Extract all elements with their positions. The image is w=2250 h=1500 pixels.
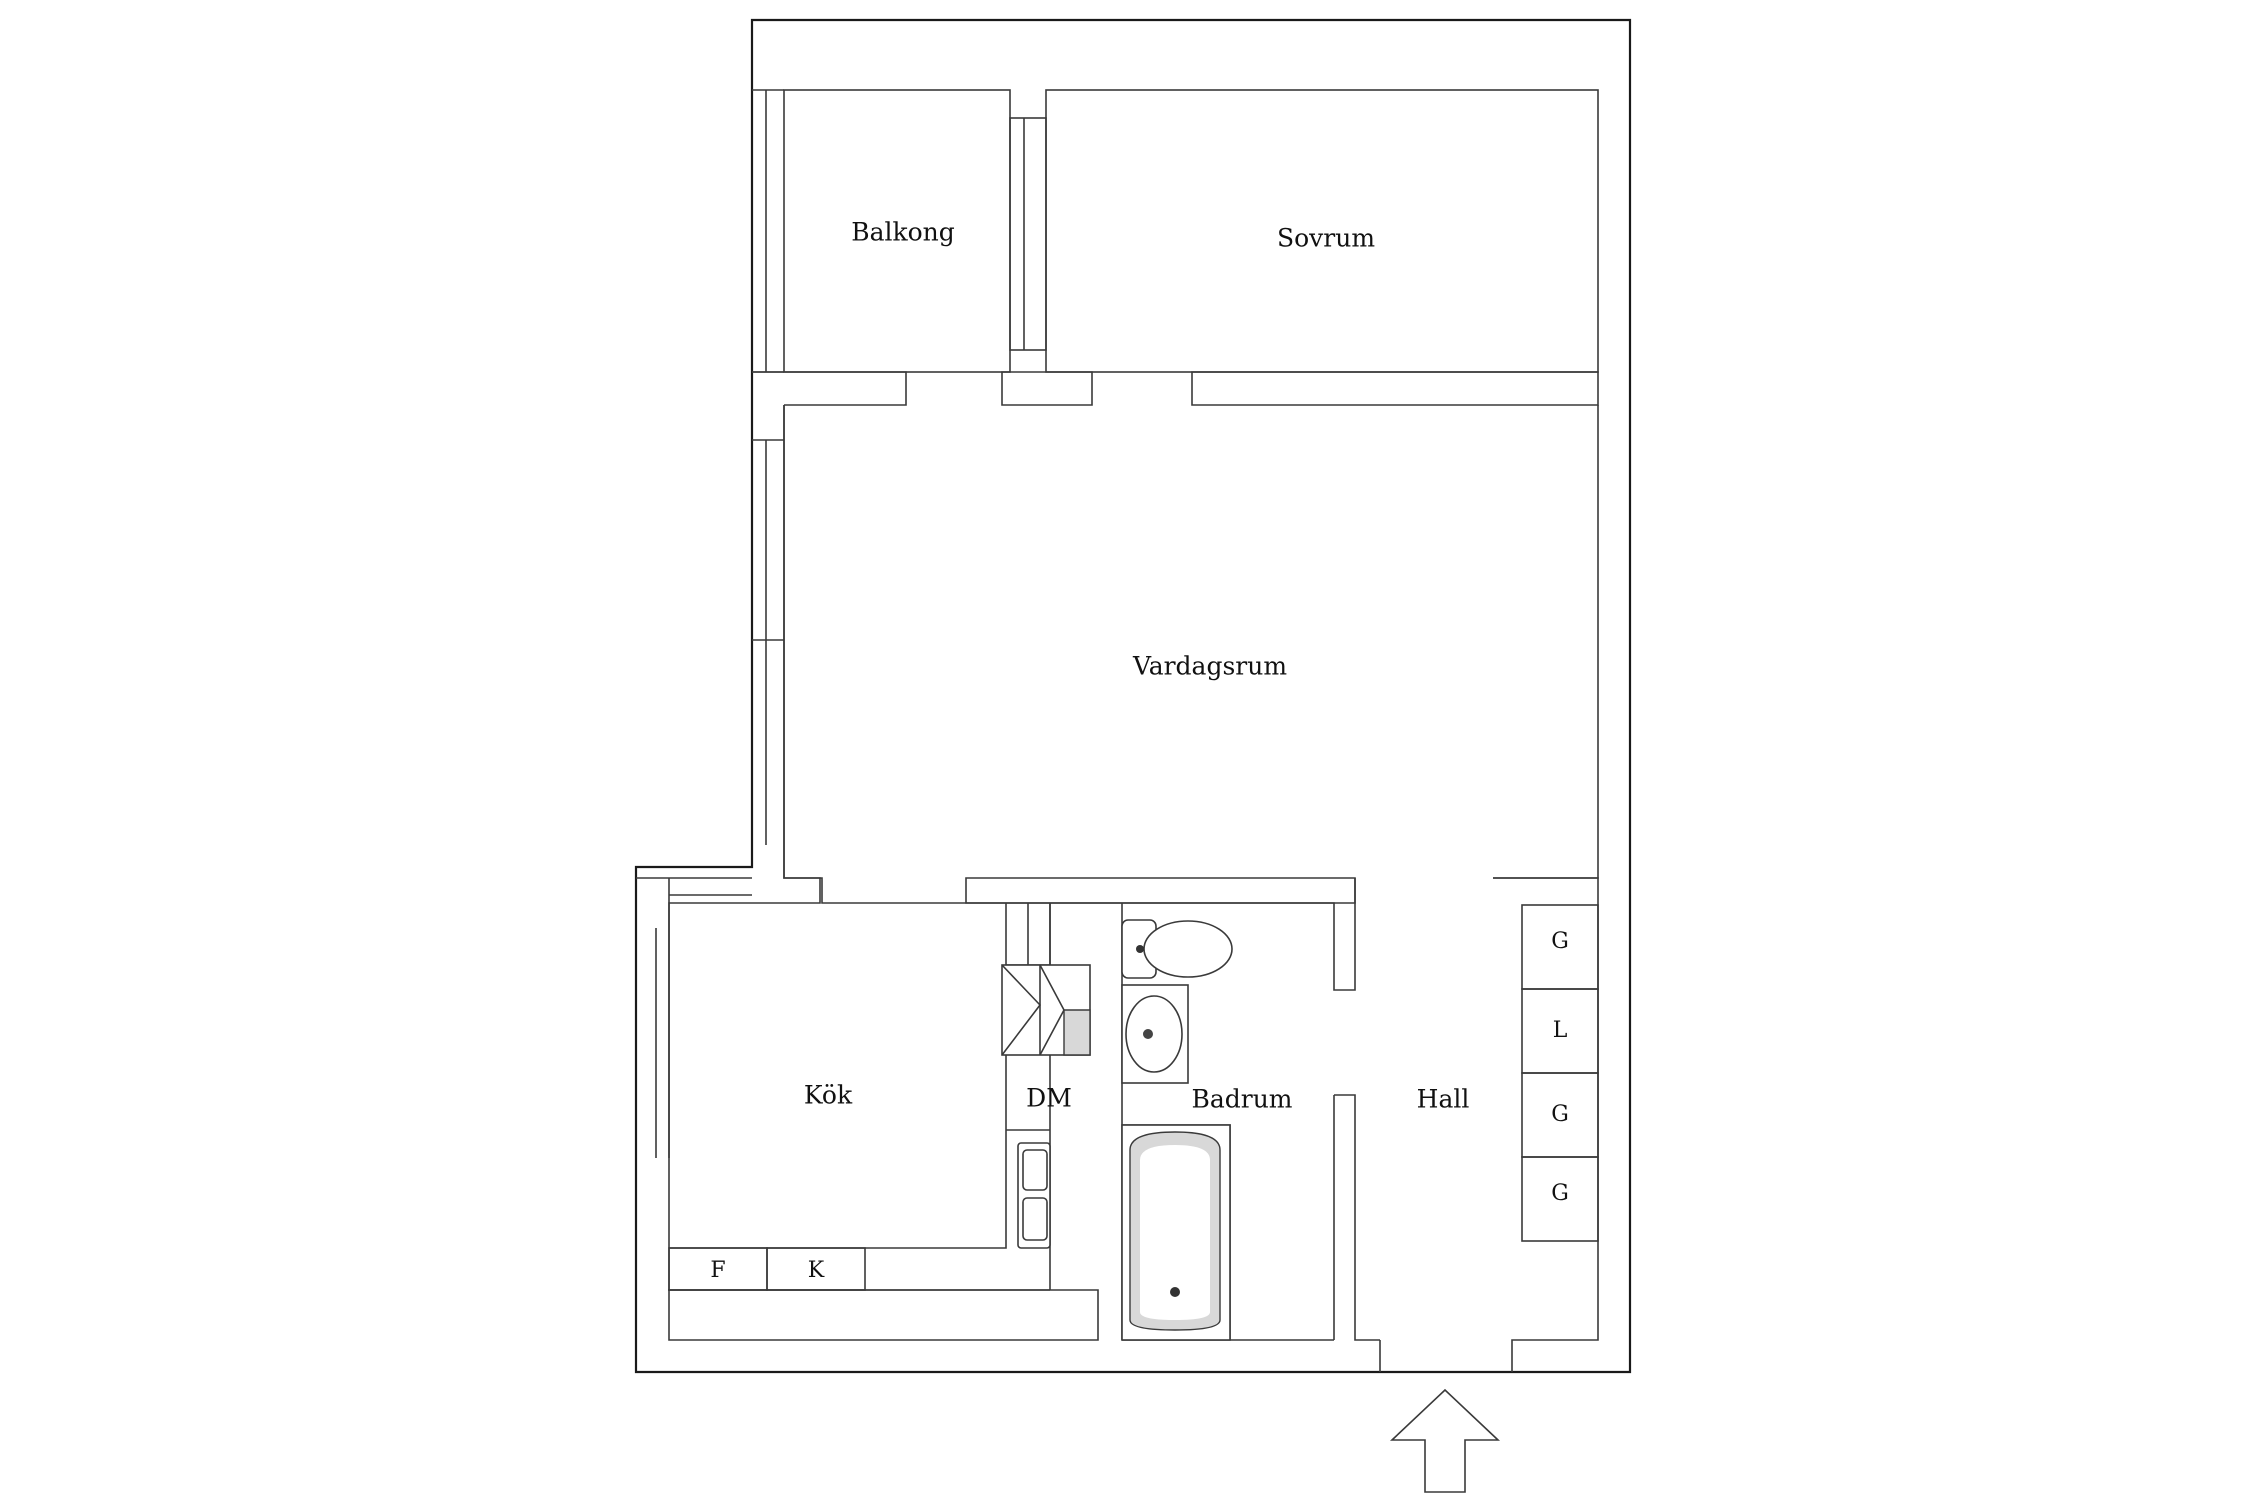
room-label-hall: Hall: [1417, 1085, 1470, 1114]
wall-sovrum-vardagsrum: [752, 371, 907, 406]
unit-label-g2: G: [1551, 1102, 1569, 1127]
unit-label-g3: G: [1551, 1181, 1569, 1206]
range-hood-icon: [1001, 964, 1091, 1056]
kitchen-window: [636, 877, 752, 1158]
bathtub-icon: [1121, 1124, 1231, 1341]
hall-left-wall: [1334, 1094, 1380, 1341]
room-label-dm: DM: [1026, 1084, 1072, 1113]
unit-label-f: F: [710, 1258, 725, 1283]
room-label-vardagsrum: Vardagsrum: [1132, 652, 1287, 681]
unit-label-g1: G: [1551, 929, 1569, 954]
partition-wall: [965, 877, 1356, 991]
room-label-kok: Kök: [804, 1081, 853, 1110]
washbasin-icon: [1121, 984, 1189, 1084]
room-label-badrum: Badrum: [1191, 1085, 1292, 1114]
exterior-wall: [634, 18, 1632, 1374]
hall-right-wall: [1493, 877, 1599, 1372]
room-label-balkong: Balkong: [851, 218, 955, 247]
unit-label-k: K: [808, 1258, 825, 1283]
room-label-sovrum: Sovrum: [1277, 224, 1375, 253]
entrance-arrow-icon: [1389, 1388, 1501, 1493]
freezer-unit: [766, 1247, 866, 1291]
toilet-icon: [1121, 919, 1233, 979]
unit-label-l: L: [1553, 1018, 1568, 1043]
wall-stub-center: [1001, 371, 1093, 406]
kitchen-sink-icon: [1017, 1142, 1051, 1249]
wardrobe-g3: [1521, 1156, 1599, 1242]
